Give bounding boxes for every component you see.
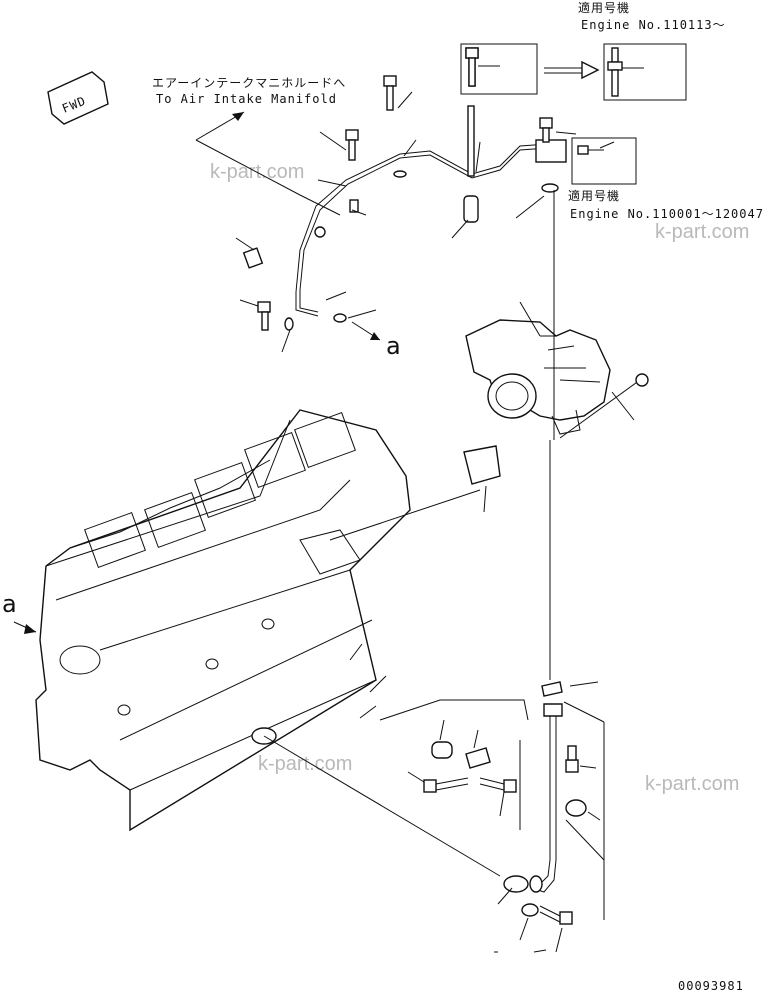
turbocharger	[465, 319, 611, 435]
top-bolts	[242, 47, 559, 331]
oil-feed-tube	[299, 147, 549, 291]
lower-parts	[423, 741, 587, 925]
fwd-arrow-icon: FWD	[47, 71, 109, 125]
change-arrow-icon	[581, 60, 600, 80]
intake-note-en: To Air Intake Manifold	[156, 92, 337, 106]
ref-label-left: a	[2, 590, 17, 618]
serial-mid-box	[571, 137, 637, 185]
serial-mid-en: Engine No.110001～120047	[570, 207, 764, 221]
drawing-number: 00093981	[678, 979, 744, 993]
engine-block	[35, 409, 411, 832]
turbo-gasket	[463, 445, 501, 485]
tube-block	[535, 139, 567, 163]
watermark-4: k-part.com	[645, 773, 739, 795]
oil-drain-tube	[529, 681, 599, 893]
watermark-2: k-part.com	[655, 221, 749, 243]
stud-icon	[607, 47, 644, 97]
small-bolt-icon	[577, 145, 604, 155]
serial-top-jp: 適用号機	[578, 0, 630, 15]
bolt-box	[460, 43, 538, 95]
intake-note-jp: エアーインテークマニホルードへ	[152, 76, 346, 90]
serial-top-en: Engine No.110113～	[581, 18, 726, 32]
serial-mid-jp: 適用号機	[568, 188, 620, 203]
ref-label-right: a	[386, 332, 401, 360]
watermark-3: k-part.com	[258, 753, 352, 775]
stud-box	[603, 43, 687, 101]
